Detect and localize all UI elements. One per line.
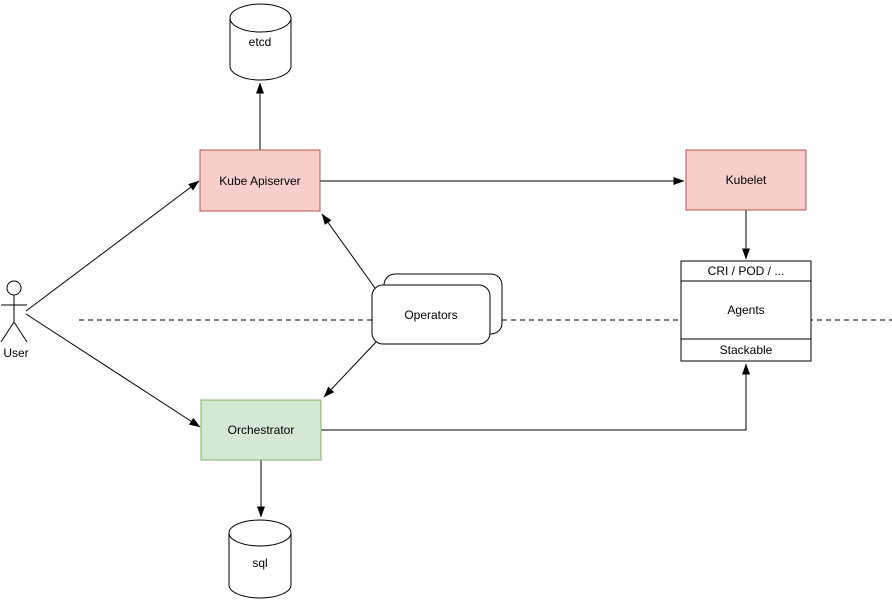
etcd-label: etcd bbox=[249, 35, 272, 49]
etcd-cylinder-body bbox=[229, 18, 292, 81]
kube-apiserver-label: Kube Apiserver bbox=[219, 174, 300, 188]
node-etcd: etcd bbox=[229, 3, 292, 81]
user-label: User bbox=[3, 346, 28, 360]
sql-cylinder-body bbox=[228, 533, 292, 599]
node-operators: Operators bbox=[371, 273, 503, 345]
etcd-cylinder-top bbox=[229, 3, 292, 33]
agents-footer-label: Stackable bbox=[720, 343, 773, 357]
sql-cylinder-top bbox=[228, 519, 292, 547]
node-agents-stack: CRI / POD / ... Agents Stackable bbox=[680, 260, 812, 362]
edge-operators-to-kube-apiserver bbox=[321, 213, 376, 289]
kubelet-box bbox=[685, 149, 807, 211]
edge-user-to-orchestrator bbox=[25, 313, 201, 428]
node-orchestrator: Orchestrator bbox=[200, 399, 322, 461]
node-kubelet: Kubelet bbox=[685, 149, 807, 211]
edge-orchestrator-to-stackable bbox=[321, 363, 750, 431]
kube-apiserver-box bbox=[199, 149, 321, 212]
orchestrator-label: Orchestrator bbox=[228, 423, 295, 437]
node-sql: sql bbox=[228, 519, 292, 599]
node-kube-apiserver: Kube Apiserver bbox=[199, 149, 321, 212]
kubelet-label: Kubelet bbox=[726, 173, 767, 187]
operators-label: Operators bbox=[404, 308, 457, 322]
agents-body-label: Agents bbox=[727, 303, 764, 317]
edge-user-to-kube-apiserver bbox=[25, 180, 200, 312]
user-actor-head bbox=[6, 280, 22, 296]
agents-header-label: CRI / POD / ... bbox=[708, 264, 785, 278]
sql-label: sql bbox=[252, 556, 267, 570]
node-user: User bbox=[0, 280, 29, 360]
orchestrator-box bbox=[200, 399, 322, 461]
user-actor-right-leg bbox=[13, 321, 28, 343]
edge-operators-to-orchestrator bbox=[323, 340, 378, 398]
user-actor-left-leg bbox=[0, 321, 15, 343]
agents-box bbox=[680, 260, 812, 362]
operators-front-card bbox=[371, 284, 491, 345]
